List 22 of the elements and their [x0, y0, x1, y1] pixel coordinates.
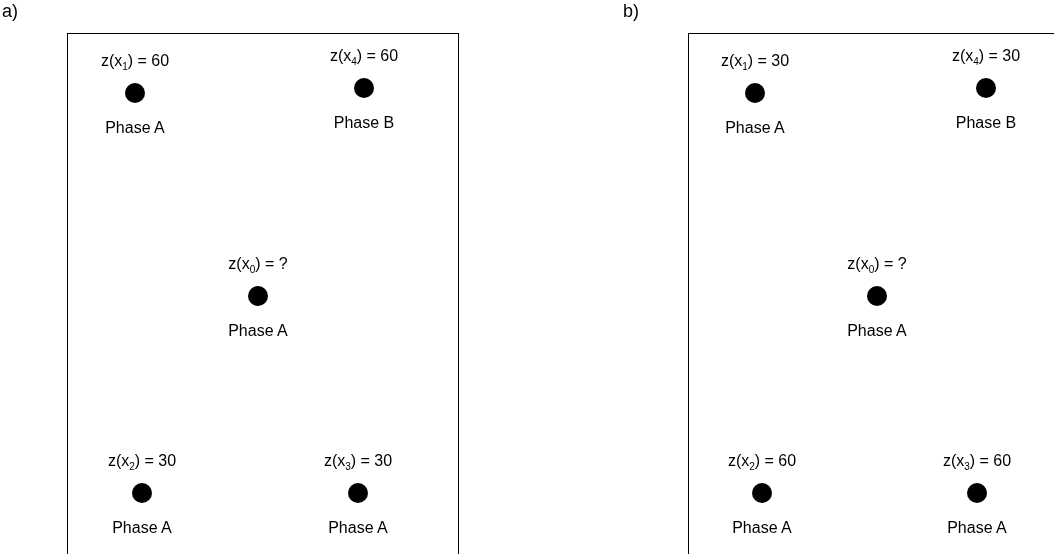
value-label: z(x$_{3}$) = 30	[323, 451, 393, 475]
phase-label: Phase A	[105, 118, 165, 139]
value-label: z(x$_{1}$) = 30	[720, 51, 790, 75]
phase-label: Phase A	[328, 518, 388, 539]
value-label: z(x$_{4}$) = 60	[329, 46, 399, 70]
value-label: z(x$_{1}$) = 60	[100, 51, 170, 75]
value-label: z(x$_{3}$) = 60	[942, 451, 1012, 475]
value-label: z(x$_{2}$) = 60	[727, 451, 797, 475]
value-label: z(x$_{0}$) = ?	[847, 254, 907, 278]
phase-label: Phase B	[333, 113, 395, 134]
value-label: z(x$_{4}$) = 30	[951, 46, 1021, 70]
value-label: z(x$_{2}$) = 30	[107, 451, 177, 475]
phase-label: Phase A	[847, 321, 907, 342]
phase-label: Phase A	[228, 321, 288, 342]
panel-label: b)	[623, 0, 639, 22]
phase-label: Phase A	[732, 518, 792, 539]
phase-label: Phase A	[947, 518, 1007, 539]
phase-label: Phase A	[112, 518, 172, 539]
value-label: z(x$_{0}$) = ?	[228, 254, 288, 278]
phase-label: Phase B	[955, 113, 1017, 134]
panel-label: a)	[2, 0, 18, 22]
phase-label: Phase A	[725, 118, 785, 139]
